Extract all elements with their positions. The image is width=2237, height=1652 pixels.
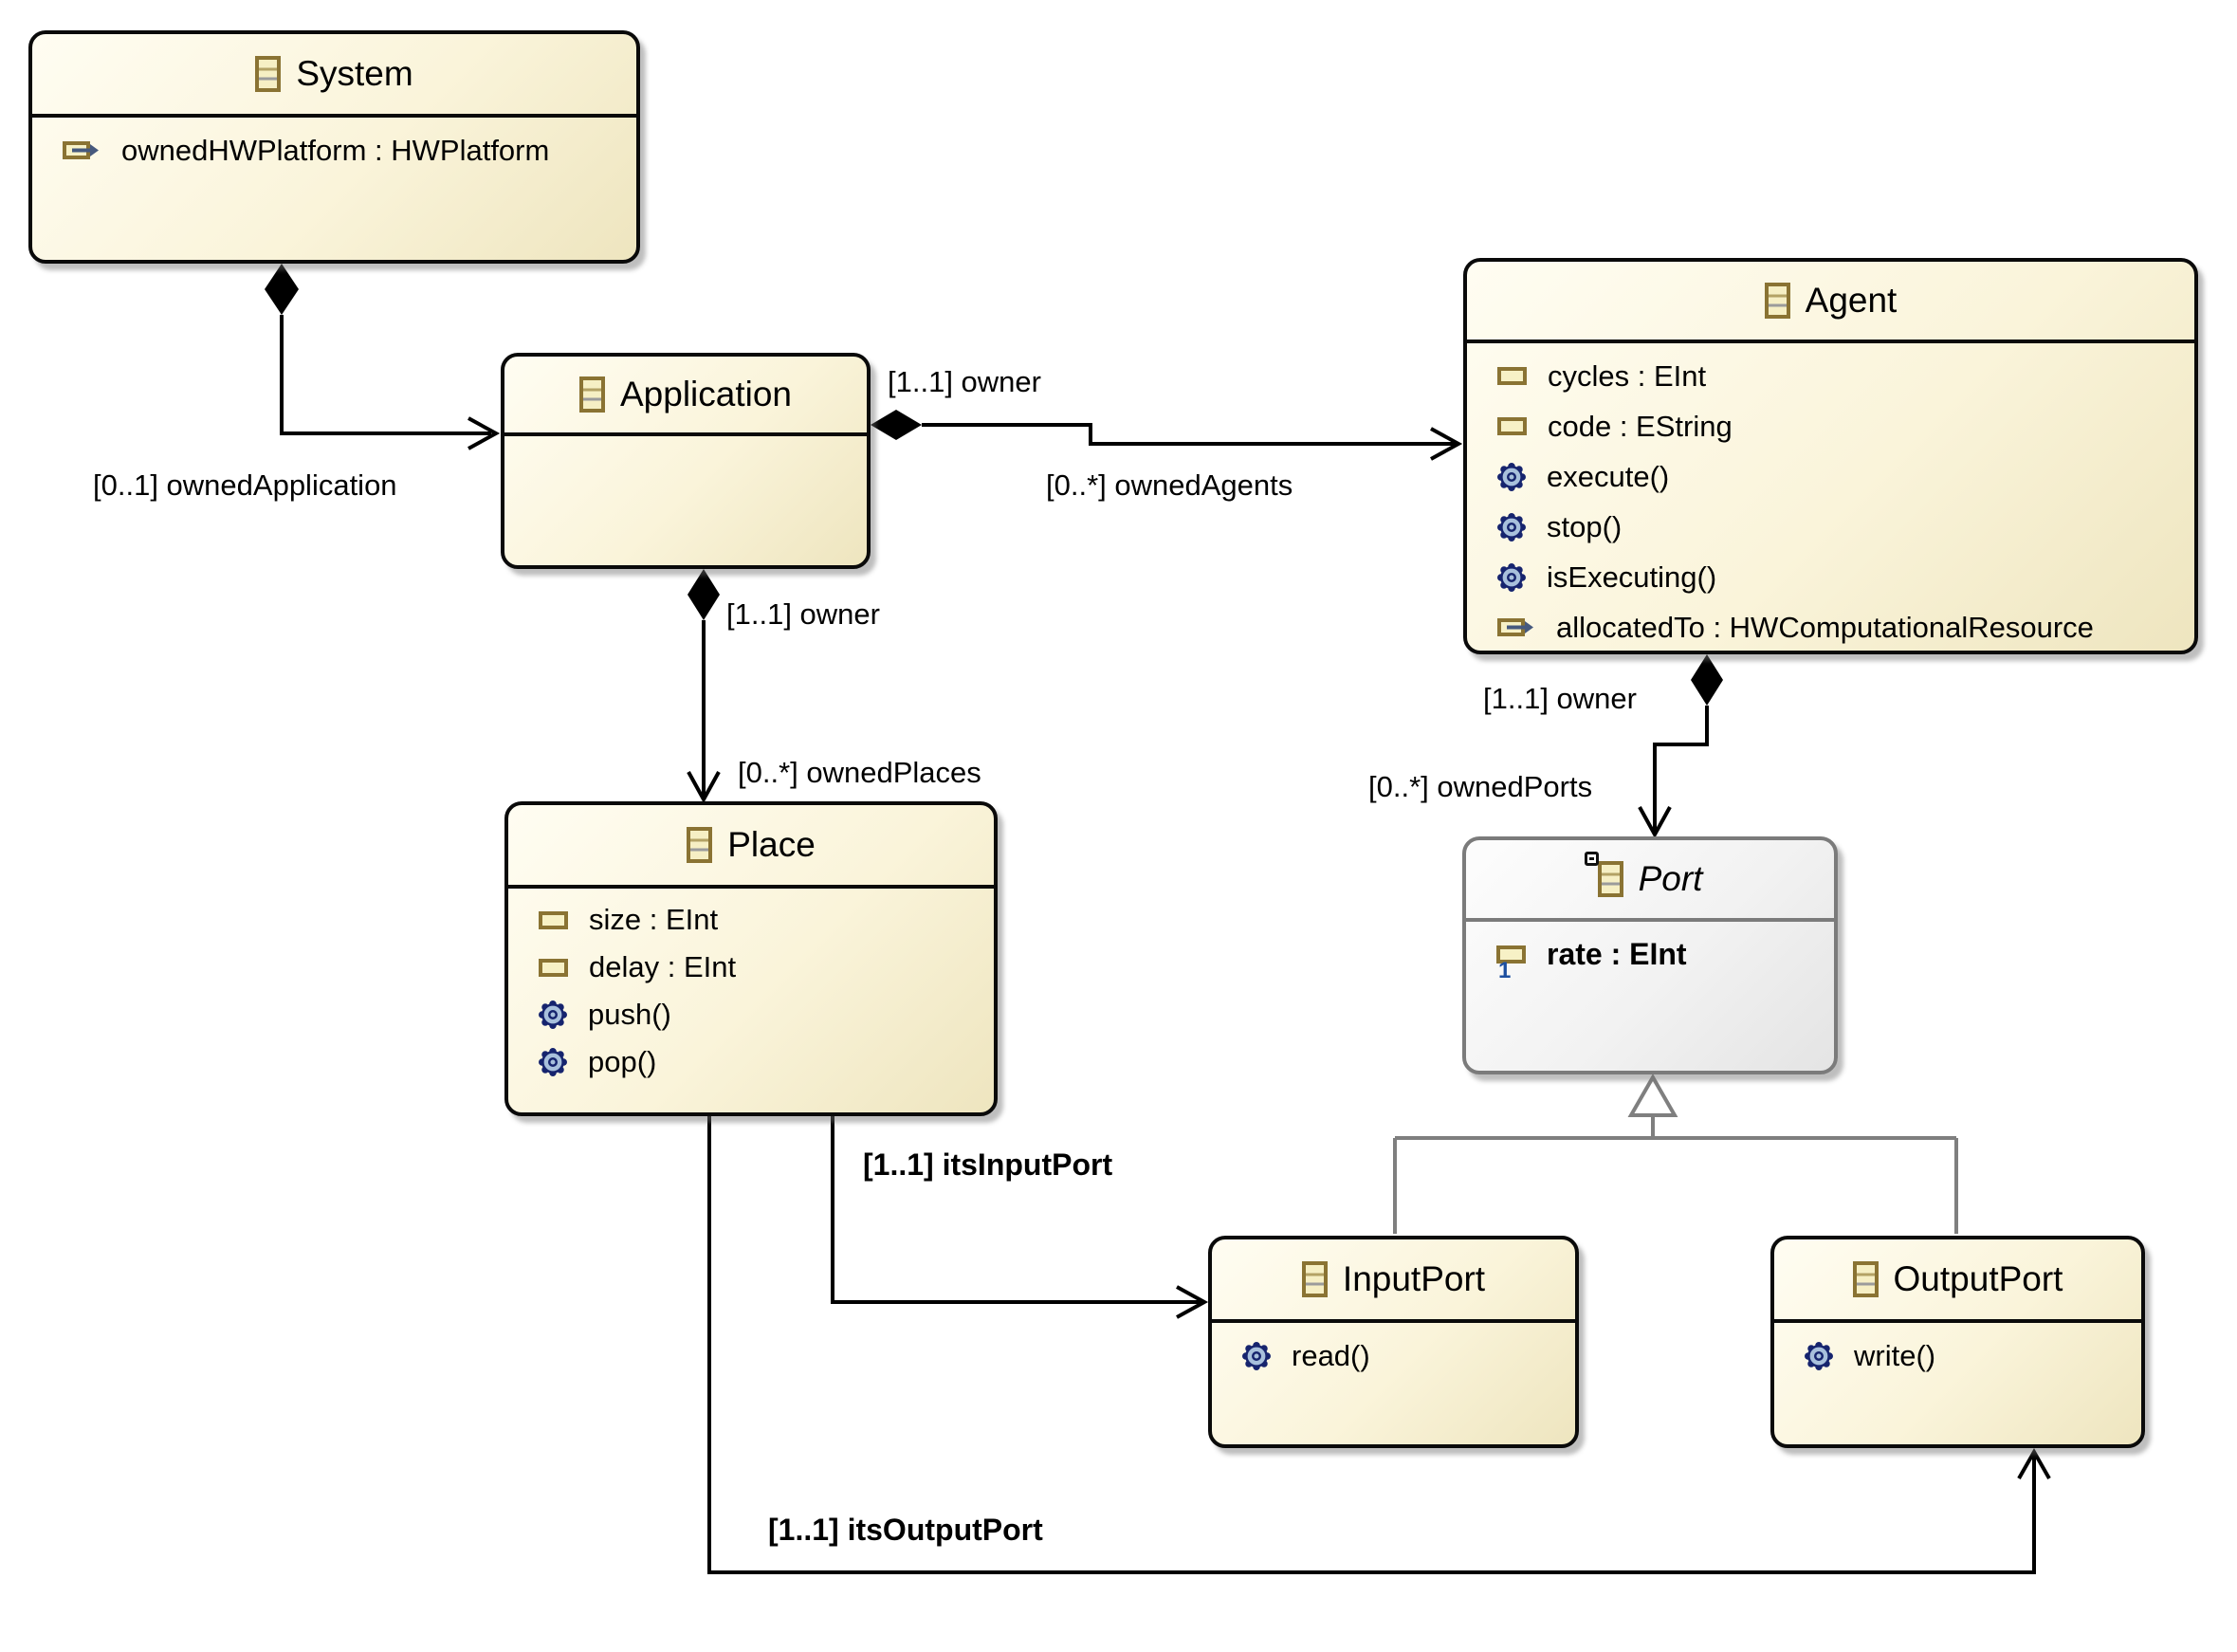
edge-label-itsoutputport[interactable]: [1..1] itsOutputPort bbox=[768, 1513, 1043, 1547]
member-label: cycles : EInt bbox=[1548, 358, 1707, 393]
class-inputport[interactable]: InputPort read() bbox=[1208, 1236, 1579, 1448]
edge-label-port-owner[interactable]: [1..1] owner bbox=[1483, 682, 1637, 715]
class-icon bbox=[1852, 1261, 1879, 1297]
edge-place-inputport[interactable] bbox=[831, 1116, 1209, 1319]
attribute-icon bbox=[1497, 367, 1527, 385]
operation-icon bbox=[1497, 512, 1526, 541]
edge-application-place[interactable] bbox=[687, 569, 721, 804]
edge-label-ownedapplication[interactable]: [0..1] ownedApplication bbox=[93, 468, 397, 502]
class-agent[interactable]: Agent cycles : EInt code : EString execu… bbox=[1463, 258, 2198, 654]
composition-diamond bbox=[871, 410, 922, 440]
class-system[interactable]: System ownedHWPlatform : HWPlatform bbox=[28, 30, 640, 264]
member-label: isExecuting() bbox=[1547, 560, 1717, 594]
member-label: allocatedTo : HWComputationalResource bbox=[1556, 610, 2094, 644]
edge-label-ownedports[interactable]: [0..*] ownedPorts bbox=[1368, 770, 1593, 803]
edge-system-application[interactable] bbox=[265, 264, 501, 450]
member-label: rate : EInt bbox=[1547, 937, 1687, 971]
reference-icon bbox=[63, 140, 101, 160]
member-label: write() bbox=[1854, 1338, 1936, 1372]
operation-icon bbox=[539, 1048, 567, 1076]
edge-label-agent-owner[interactable]: [1..1] owner bbox=[888, 365, 1041, 398]
attribute-row[interactable]: cycles : EInt bbox=[1467, 351, 2194, 401]
edge-generalization-ports[interactable] bbox=[1393, 1073, 1958, 1234]
member-label: size : EInt bbox=[589, 903, 719, 936]
edge-label-itsinputport[interactable]: [1..1] itsInputPort bbox=[863, 1147, 1113, 1182]
abstract-badge bbox=[1584, 852, 1599, 866]
open-arrowhead bbox=[1430, 427, 1463, 461]
class-application[interactable]: Application bbox=[501, 353, 871, 569]
class-icon bbox=[1301, 1261, 1328, 1297]
composition-diamond bbox=[1691, 654, 1723, 706]
composition-diamond bbox=[265, 264, 299, 315]
class-title: Port bbox=[1638, 859, 1703, 898]
attribute-row[interactable]: size : EInt bbox=[508, 896, 994, 944]
open-arrowhead bbox=[2017, 1447, 2051, 1479]
reference-icon bbox=[1497, 617, 1535, 637]
class-place[interactable]: Place size : EInt delay : EInt push() bbox=[504, 801, 998, 1116]
class-title: OutputPort bbox=[1893, 1259, 2063, 1298]
abstract-class-icon bbox=[1584, 852, 1623, 897]
operation-row[interactable]: push() bbox=[508, 991, 994, 1038]
class-port[interactable]: Port 1 rate : EInt bbox=[1462, 836, 1838, 1074]
class-title: Place bbox=[727, 825, 816, 864]
member-label: execute() bbox=[1547, 459, 1670, 493]
class-title: InputPort bbox=[1342, 1259, 1486, 1298]
class-icon bbox=[255, 56, 282, 92]
member-label: stop() bbox=[1547, 509, 1623, 543]
attribute-icon bbox=[539, 910, 568, 929]
member-label: ownedHWPlatform : HWPlatform bbox=[121, 133, 550, 167]
edge-label-ownedagents[interactable]: [0..*] ownedAgents bbox=[1046, 468, 1293, 502]
edge-agent-port[interactable] bbox=[1638, 654, 1723, 839]
composition-diamond bbox=[688, 569, 720, 620]
operation-row[interactable]: execute() bbox=[1467, 451, 2194, 502]
member-label: push() bbox=[588, 998, 671, 1031]
generalization-triangle bbox=[1627, 1073, 1678, 1117]
reference-row[interactable]: ownedHWPlatform : HWPlatform bbox=[32, 125, 636, 175]
class-title: System bbox=[296, 54, 413, 93]
operation-row[interactable]: write() bbox=[1774, 1331, 2141, 1381]
member-label: delay : EInt bbox=[589, 950, 737, 983]
attribute-icon bbox=[1497, 417, 1527, 435]
open-arrowhead bbox=[468, 416, 501, 450]
operation-icon bbox=[1805, 1341, 1833, 1370]
open-arrowhead bbox=[1176, 1285, 1209, 1319]
edge-application-agent[interactable] bbox=[871, 410, 1463, 461]
class-title: Application bbox=[619, 375, 792, 413]
multiplicity-one-marker: 1 bbox=[1498, 958, 1512, 983]
attribute-row[interactable]: 1 rate : EInt bbox=[1466, 929, 1834, 982]
operation-row[interactable]: pop() bbox=[508, 1038, 994, 1086]
operation-icon bbox=[539, 1000, 567, 1029]
operation-icon bbox=[1242, 1341, 1271, 1370]
edge-label-place-owner[interactable]: [1..1] owner bbox=[726, 597, 880, 631]
reference-row[interactable]: allocatedTo : HWComputationalResource bbox=[1467, 602, 2194, 651]
edge-place-outputport[interactable] bbox=[707, 1116, 2051, 1574]
attribute-icon bbox=[539, 958, 568, 977]
member-label: pop() bbox=[588, 1045, 657, 1078]
class-outputport[interactable]: OutputPort write() bbox=[1770, 1236, 2145, 1448]
class-icon bbox=[1764, 283, 1790, 319]
operation-row[interactable]: read() bbox=[1212, 1331, 1575, 1381]
operation-icon bbox=[1497, 562, 1526, 592]
class-icon bbox=[578, 376, 605, 413]
operation-row[interactable]: stop() bbox=[1467, 502, 2194, 552]
member-label: code : EString bbox=[1548, 409, 1733, 443]
edge-label-ownedplaces[interactable]: [0..*] ownedPlaces bbox=[738, 756, 981, 789]
member-label: read() bbox=[1292, 1338, 1370, 1372]
open-arrowhead bbox=[687, 771, 721, 804]
open-arrowhead bbox=[1638, 806, 1672, 839]
operation-row[interactable]: isExecuting() bbox=[1467, 552, 2194, 602]
required-attribute-icon: 1 bbox=[1496, 945, 1526, 982]
class-icon bbox=[687, 827, 713, 863]
class-title: Agent bbox=[1805, 281, 1898, 320]
attribute-row[interactable]: code : EString bbox=[1467, 401, 2194, 451]
operation-icon bbox=[1497, 462, 1526, 491]
attribute-row[interactable]: delay : EInt bbox=[508, 944, 994, 991]
